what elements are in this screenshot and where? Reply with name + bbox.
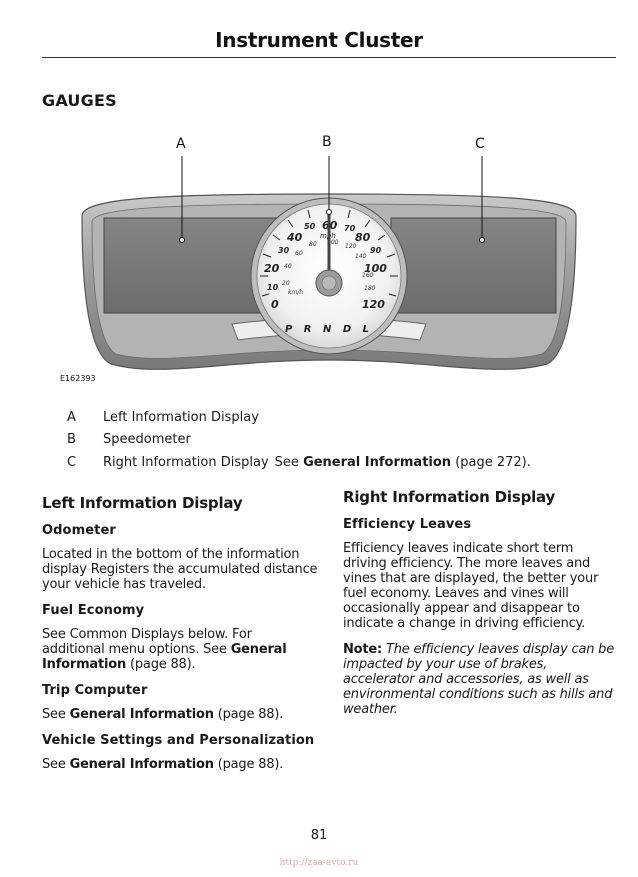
cross-reference-link[interactable]: General Information	[69, 707, 214, 722]
trip-computer-body: See General Information (page 88).	[42, 707, 318, 722]
kmh-tick-180: 180	[364, 285, 376, 292]
fuel-economy-text: See Common Displays below. For additiona…	[42, 627, 252, 657]
footer-url[interactable]: http://zaa-avto.ru	[279, 858, 359, 868]
mph-tick-20: 20	[264, 262, 280, 275]
right-display-heading: Right Information Display	[343, 488, 556, 506]
mph-tick-80: 80	[355, 231, 371, 244]
callout-dot-a	[179, 237, 185, 243]
page-number: 81	[310, 828, 328, 843]
figure-label-a: A	[176, 136, 186, 152]
header-rule	[42, 57, 616, 58]
page-reference: (page 88).	[213, 757, 284, 772]
page-reference: (page 88).	[126, 657, 196, 672]
callout-dot-b	[326, 209, 332, 215]
fuel-economy-heading: Fuel Economy	[42, 603, 145, 618]
page-header-title: Instrument Cluster	[215, 28, 423, 52]
mph-tick-100: 100	[364, 262, 387, 275]
mph-tick-10: 10	[267, 283, 279, 292]
mph-tick-70: 70	[344, 224, 356, 233]
mph-tick-120: 120	[362, 298, 385, 311]
figure-label-c: C	[475, 136, 485, 152]
kmh-tick-100: 100	[327, 239, 339, 246]
trip-computer-heading: Trip Computer	[42, 683, 148, 698]
efficiency-leaves-body: Efficiency leaves indicate short term dr…	[343, 541, 599, 631]
see-prefix: See	[274, 455, 304, 470]
mph-tick-50: 50	[304, 222, 316, 231]
kmh-tick-80: 80	[309, 241, 317, 248]
callout-dot-c	[479, 237, 485, 243]
legend-text-label: Right Information Display	[103, 455, 269, 470]
efficiency-note: Note: The efficiency leaves display can …	[343, 642, 619, 717]
right-column: Right Information Display Efficiency Lea…	[343, 488, 619, 718]
kmh-tick-60: 60	[295, 250, 303, 257]
fuel-economy-body: See Common Displays below. For additiona…	[42, 627, 318, 672]
kmh-tick-160: 160	[362, 272, 374, 279]
section-title: GAUGES	[42, 91, 117, 110]
see-suffix: (page 272).	[451, 455, 531, 470]
vehicle-settings-body: See General Information (page 88).	[42, 757, 318, 772]
cluster-illustration: 10 20 30 40 50 60 70 80 90 100 120 0 20 …	[81, 156, 577, 370]
legend-key: A	[67, 410, 76, 425]
legend-text: Right Information Display See General Inf…	[103, 455, 531, 470]
page-reference: (page 88).	[213, 707, 284, 722]
mph-tick-90: 90	[370, 246, 382, 255]
kmh-tick-20: 20	[282, 280, 290, 287]
legend-key: C	[67, 455, 77, 470]
see-prefix: See	[42, 757, 70, 772]
cross-reference-link[interactable]: General Information	[42, 642, 287, 672]
left-display-heading: Left Information Display	[42, 494, 243, 512]
kmh-tick-140: 140	[355, 253, 367, 260]
note-label: Note:	[343, 642, 383, 657]
kmh-unit-label: km/h	[288, 289, 303, 296]
cross-reference-link[interactable]: General Information	[303, 455, 452, 470]
note-text: The efficiency leaves display can be imp…	[343, 642, 615, 717]
zero-label: 0	[271, 298, 279, 311]
figure-label-b: B	[322, 134, 332, 150]
cross-reference-link[interactable]: General Information	[69, 757, 214, 772]
legend-key: B	[67, 432, 76, 447]
left-information-display	[103, 217, 280, 314]
figure-code: E162393	[60, 374, 96, 383]
odometer-body: Located in the bottom of the information…	[42, 547, 318, 592]
gear-indicator: P R N D L	[285, 324, 373, 335]
kmh-tick-40: 40	[284, 263, 292, 270]
mph-tick-40: 40	[286, 231, 303, 244]
right-information-display	[390, 217, 557, 314]
instrument-cluster-figure: 10 20 30 40 50 60 70 80 90 100 120 0 20 …	[42, 128, 616, 390]
mph-tick-30: 30	[278, 246, 290, 255]
efficiency-leaves-heading: Efficiency Leaves	[343, 517, 472, 532]
legend-text: Speedometer	[103, 432, 191, 447]
see-prefix: See	[42, 707, 70, 722]
odometer-heading: Odometer	[42, 523, 116, 538]
legend-text: Left Information Display	[103, 410, 259, 425]
left-column: Left Information Display Odometer Locate…	[42, 496, 318, 783]
kmh-tick-120: 120	[345, 243, 357, 250]
vehicle-settings-heading: Vehicle Settings and Personalization	[42, 733, 315, 748]
